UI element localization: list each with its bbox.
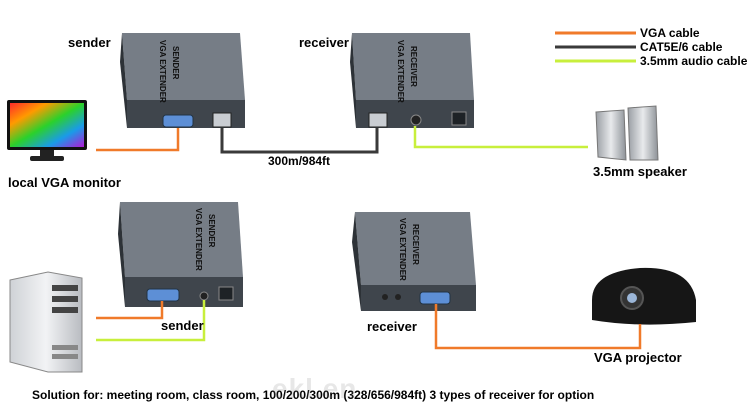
speaker-icon [595, 105, 659, 161]
top-receiver-title: VGA EXTENDER [396, 40, 405, 103]
monitor-icon [7, 100, 87, 161]
legend-label-audio: 3.5mm audio cable [640, 54, 748, 68]
watermark-text: ekl.en [272, 373, 358, 404]
bottom-audio-cable [96, 300, 206, 342]
speaker-label: 3.5mm speaker [593, 164, 687, 179]
bottom-sender-device: VGA EXTENDER SENDER [118, 202, 243, 307]
top-sender-title: VGA EXTENDER [158, 40, 167, 103]
projector-label: VGA projector [594, 350, 682, 365]
top-cat-cable [220, 128, 379, 154]
legend-label-cat: CAT5E/6 cable [640, 40, 723, 54]
top-receiver-label: receiver [299, 35, 349, 50]
bottom-receiver-sub: RECEIVER [411, 224, 420, 265]
bottom-sender-title: VGA EXTENDER [194, 208, 203, 271]
bottom-vga-cable [96, 301, 164, 320]
bottom-sender-label: sender [161, 318, 204, 333]
projector-icon [592, 267, 696, 325]
bottom-vga-cable-out [434, 304, 642, 350]
top-sender-device: VGA EXTENDER SENDER [120, 33, 245, 128]
legend-label-vga: VGA cable [640, 26, 700, 40]
top-sender-sub: SENDER [171, 46, 180, 80]
bottom-receiver-label: receiver [367, 319, 417, 334]
bottom-receiver-title: VGA EXTENDER [398, 218, 407, 281]
bottom-sender-sub: SENDER [207, 214, 216, 248]
top-vga-cable [96, 128, 180, 152]
distance-label: 300m/984ft [268, 154, 331, 168]
pc-tower-icon [9, 271, 83, 373]
top-sender-label: sender [68, 35, 111, 50]
bottom-receiver-device: VGA EXTENDER RECEIVER [352, 212, 476, 311]
top-audio-cable [413, 126, 588, 149]
top-receiver-sub: RECEIVER [409, 46, 418, 87]
monitor-label: local VGA monitor [8, 175, 121, 190]
solution-text: Solution for: meeting room, class room, … [32, 388, 595, 402]
top-receiver-device: VGA EXTENDER RECEIVER [350, 33, 474, 128]
